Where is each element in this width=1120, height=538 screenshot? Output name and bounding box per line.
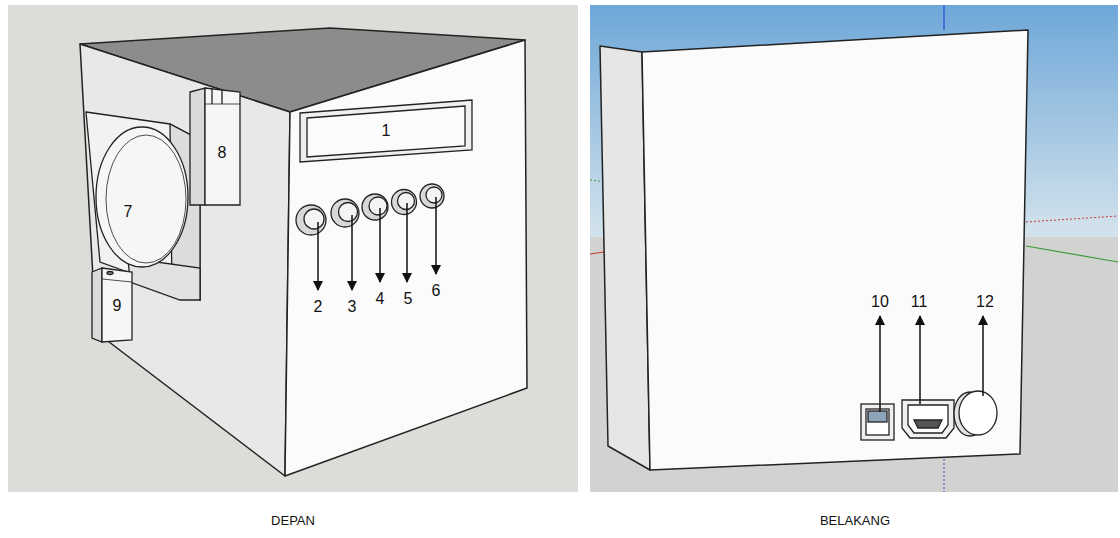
axis-line: [943, 5, 944, 30]
callout-number: 5: [404, 290, 413, 308]
dc-jack: [954, 391, 997, 436]
callout-number: 1: [382, 122, 391, 140]
lcd-part: [300, 100, 472, 162]
callout-number: 11: [911, 293, 928, 311]
sensor-callout: 8: [209, 140, 235, 166]
usb-socket: [902, 400, 954, 438]
power-switch: [861, 404, 894, 440]
fan-callout: 7: [113, 199, 143, 225]
callout-number: 3: [348, 298, 357, 316]
view-caption: DEPAN: [271, 514, 315, 528]
callout-number: 7: [124, 203, 133, 221]
axis-line: [944, 455, 945, 492]
sensor-part: [92, 268, 132, 342]
callout-number: 8: [218, 144, 227, 162]
front-housing: [80, 28, 527, 476]
sensor-part: [190, 88, 240, 205]
callout-number: 6: [432, 282, 441, 300]
view-caption: BELAKANG: [820, 514, 890, 528]
axis-line: [1026, 246, 1118, 262]
callout-arrow: [318, 197, 436, 290]
axis-line: [590, 252, 604, 254]
callout-number: 2: [314, 298, 323, 316]
callout-number: 12: [976, 293, 994, 311]
sensor-callout: 9: [104, 293, 130, 319]
callout-arrow: [880, 316, 983, 412]
callout-number: 9: [113, 297, 122, 315]
back-housing: [600, 30, 1028, 470]
callout-number: 10: [871, 293, 889, 311]
callout-number: 4: [376, 290, 385, 308]
front-view-ground: [8, 5, 578, 492]
axis-line: [1026, 216, 1118, 222]
lcd-callout: 1: [366, 118, 406, 144]
